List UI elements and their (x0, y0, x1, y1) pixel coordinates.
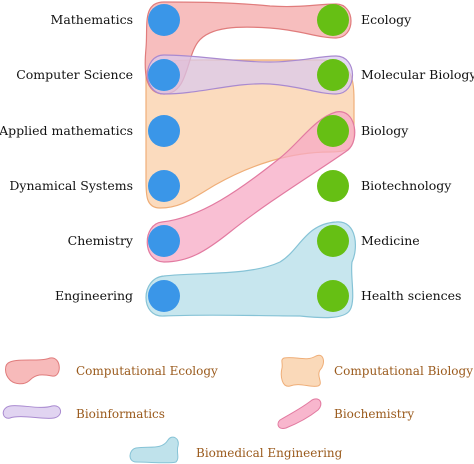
legend-swatch-computational-ecology (5, 357, 60, 385)
legend-swatch-computational-biology (280, 354, 324, 387)
biomedical-engineering-region (145, 221, 357, 319)
computational-ecology-region (144, 1, 352, 95)
node-biotechnology (317, 170, 349, 202)
label-chemistry: Chemistry (68, 233, 134, 248)
legend: Computational Ecology Computational Biol… (2, 354, 473, 464)
node-mathematics (148, 4, 180, 36)
legend-swatch-biochemistry (277, 398, 322, 429)
label-mathematics: Mathematics (51, 12, 133, 27)
node-applied-mathematics (148, 115, 180, 147)
label-biology: Biology (361, 123, 409, 138)
biochemistry-region (146, 111, 356, 263)
label-engineering: Engineering (55, 288, 133, 303)
bioinformatics-region (146, 54, 354, 95)
node-health-sciences (317, 280, 349, 312)
node-medicine (317, 225, 349, 257)
label-medicine: Medicine (361, 233, 420, 248)
node-chemistry (148, 225, 180, 257)
legend-swatch-biomedical-engineering (129, 436, 179, 464)
node-biology (317, 115, 349, 147)
legend-label-computational-ecology: Computational Ecology (76, 364, 218, 378)
node-ecology (317, 4, 349, 36)
label-applied-mathematics: Applied mathematics (0, 123, 133, 138)
right-node-group (317, 4, 349, 312)
label-biotechnology: Biotechnology (361, 178, 452, 193)
label-ecology: Ecology (361, 12, 412, 27)
node-dynamical-systems (148, 170, 180, 202)
legend-swatch-bioinformatics (2, 405, 61, 419)
label-molecular-biology: Molecular Biology (361, 67, 474, 82)
label-health-sciences: Health sciences (361, 288, 461, 303)
legend-label-computational-biology: Computational Biology (334, 364, 473, 378)
legend-label-bioinformatics: Bioinformatics (76, 407, 165, 421)
node-molecular-biology (317, 59, 349, 91)
label-dynamical-systems: Dynamical Systems (9, 178, 133, 193)
node-engineering (148, 280, 180, 312)
node-computer-science (148, 59, 180, 91)
label-computer-science: Computer Science (16, 67, 133, 82)
left-node-group (148, 4, 180, 312)
legend-label-biomedical-engineering: Biomedical Engineering (196, 446, 343, 460)
legend-label-biochemistry: Biochemistry (334, 407, 414, 421)
